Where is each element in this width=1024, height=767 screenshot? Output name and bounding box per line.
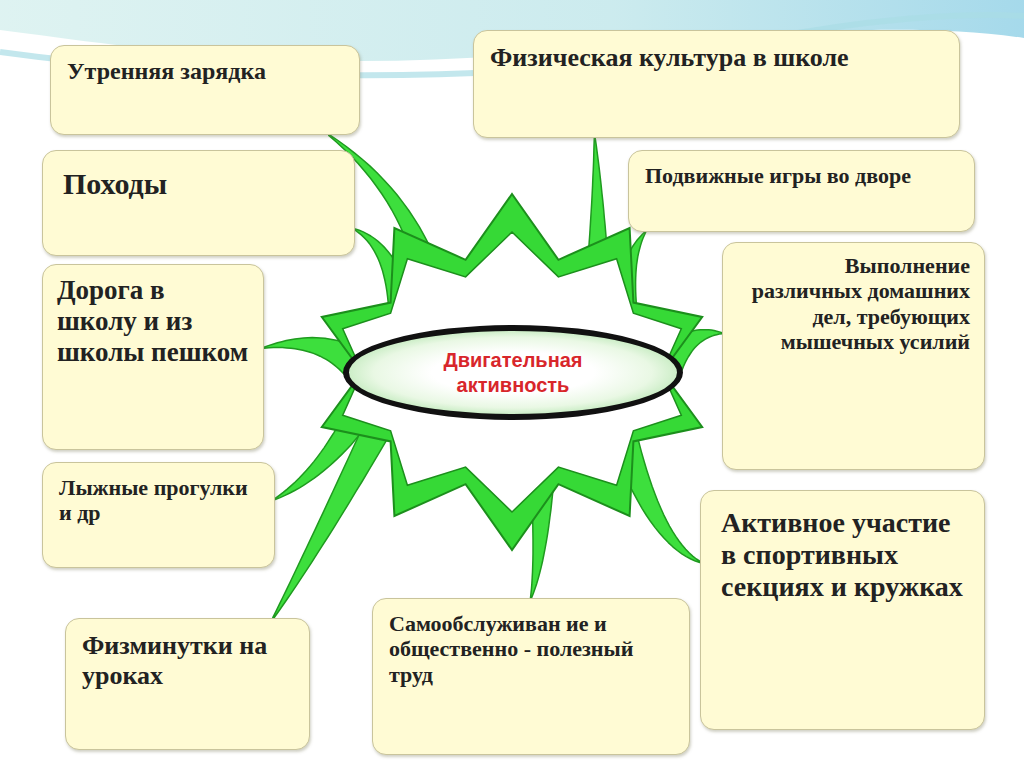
activity-label: Лыжные прогулки и др [59,475,258,526]
activity-label: Физминутки на уроках [82,631,293,691]
activity-label: Выполнение различных домашних дел, требу… [737,253,970,354]
activity-label: Утренняя зарядка [67,58,343,86]
activity-box: Лыжные прогулки и др [42,462,275,568]
activity-box: Подвижные игры во дворе [628,150,975,232]
activity-box: Выполнение различных домашних дел, требу… [722,242,985,470]
activity-label: Дорога в школу и из школы пешком [57,275,249,368]
activity-label: Подвижные игры во дворе [645,163,958,188]
activity-box: Физическая культура в школе [473,30,960,138]
activity-label: Походы [63,167,334,202]
activity-label: Самообслуживан ие и общественно - полезн… [389,611,673,687]
activity-box: Самообслуживан ие и общественно - полезн… [372,598,690,755]
activity-box: Активное участие в спортивных секциях и … [700,490,985,730]
center-ellipse: Двигательная активность [343,325,683,420]
activity-label: Физическая культура в школе [490,43,943,73]
activity-box: Походы [42,150,355,256]
activity-box: Дорога в школу и из школы пешком [42,264,264,450]
activity-box: Физминутки на уроках [65,618,310,750]
activity-box: Утренняя зарядка [50,45,360,135]
green-star [322,194,702,550]
center-label: Двигательная активность [428,348,598,398]
activity-label: Активное участие в спортивных секциях и … [721,507,964,604]
